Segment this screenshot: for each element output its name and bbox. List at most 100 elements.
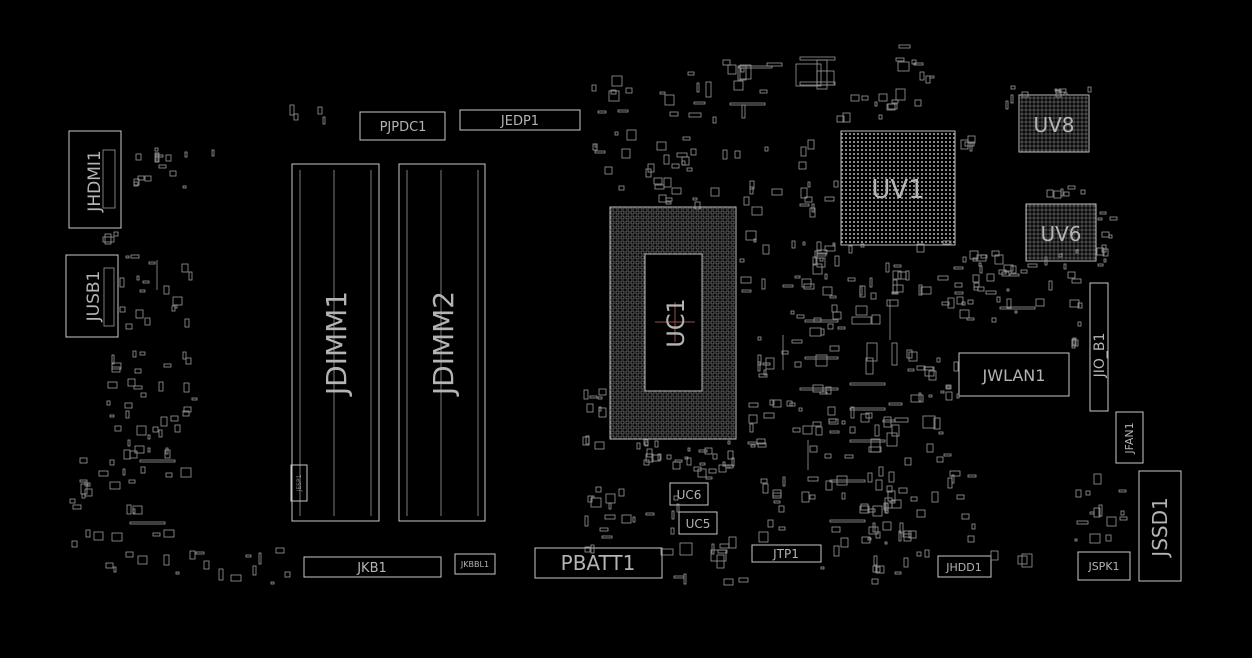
component-uv8[interactable]: UV8 [1018, 94, 1090, 153]
component-jtp1[interactable]: JTP1 [751, 544, 822, 563]
passive-part [928, 370, 937, 381]
passive-part [184, 318, 190, 328]
passive-part [740, 276, 752, 284]
passive-part [985, 290, 997, 295]
passive-part [645, 168, 652, 178]
passive-part [819, 257, 824, 262]
passive-part [1080, 189, 1086, 195]
passive-part [887, 103, 898, 110]
component-jedp1[interactable]: JEDP1 [459, 109, 581, 131]
passive-part [766, 62, 783, 67]
component-jdimm1[interactable]: JDIMM1 [291, 163, 380, 522]
passive-part [643, 459, 650, 466]
label-jkbbl1: JKBBL1 [460, 560, 489, 569]
passive-part [887, 490, 896, 502]
component-jssd1[interactable]: JSSD1 [1138, 470, 1182, 582]
component-uc6[interactable]: UC6 [669, 482, 709, 506]
passive-part [943, 453, 952, 457]
passive-part [875, 531, 881, 539]
passive-part [884, 541, 888, 545]
passive-part [671, 510, 675, 520]
passive-part [230, 574, 242, 582]
component-jhdmi1[interactable]: JHDMI1 [68, 130, 122, 229]
passive-part [829, 430, 840, 434]
passive-part [174, 304, 178, 309]
passive-part [597, 110, 607, 114]
component-jesp1[interactable]: JESP1 [290, 464, 308, 502]
passive-part [918, 284, 923, 296]
component-uc5[interactable]: UC5 [678, 511, 718, 535]
passive-part [865, 357, 874, 375]
label-uc6: UC6 [677, 488, 702, 502]
passive-part [135, 309, 144, 319]
passive-part [798, 161, 807, 170]
passive-part [696, 82, 700, 93]
component-jkb1[interactable]: JKB1 [303, 556, 442, 578]
component-uv1[interactable]: UV1 [840, 130, 956, 246]
passive-part [816, 249, 828, 255]
passive-part [1020, 269, 1028, 274]
component-pbatt1[interactable]: PBATT1 [534, 547, 663, 579]
passive-part [872, 522, 876, 533]
passive-part [869, 277, 873, 288]
component-jkbbl1[interactable]: JKBBL1 [454, 553, 496, 575]
passive-part [111, 532, 123, 542]
passive-part [1118, 489, 1127, 493]
component-jhdd1[interactable]: JHDD1 [937, 555, 992, 578]
passive-part [665, 201, 672, 205]
passive-part [1058, 88, 1067, 93]
passive-part [718, 464, 727, 473]
passive-part [679, 542, 693, 556]
passive-part [604, 514, 616, 520]
passive-part [961, 513, 970, 520]
passive-part [605, 493, 616, 504]
passive-part [875, 566, 881, 573]
passive-part [107, 381, 118, 389]
passive-part [587, 495, 593, 503]
passive-part [911, 59, 917, 65]
passive-part [1096, 247, 1105, 256]
passive-part [125, 410, 130, 419]
passive-part [595, 486, 602, 493]
passive-part [820, 328, 825, 336]
passive-part [942, 240, 952, 245]
component-jwlan1[interactable]: JWLAN1 [958, 352, 1070, 397]
passive-part [158, 429, 163, 438]
component-pjpdc1[interactable]: PJPDC1 [359, 111, 446, 141]
passive-part [883, 502, 889, 511]
passive-part [763, 412, 775, 419]
passive-part [898, 487, 908, 494]
component-jusb1[interactable]: JUSB1 [65, 254, 119, 338]
passive-part [801, 491, 810, 503]
passive-part [712, 116, 717, 124]
component-jspk1[interactable]: JSPK1 [1077, 551, 1131, 581]
passive-part [908, 530, 917, 539]
component-jdimm2[interactable]: JDIMM2 [398, 163, 486, 522]
passive-part [126, 504, 132, 515]
passive-part [761, 278, 766, 290]
passive-part [163, 554, 170, 566]
passive-part [175, 571, 180, 575]
passive-part [72, 504, 82, 510]
passive-part [1046, 189, 1054, 198]
passive-part [907, 368, 915, 372]
passive-part [832, 242, 836, 246]
passive-part [293, 113, 299, 121]
passive-part [125, 551, 134, 558]
passive-part [750, 444, 756, 448]
component-jfan1[interactable]: JFAN1 [1115, 411, 1144, 464]
passive-part [692, 197, 698, 201]
component-uv6[interactable]: UV6 [1025, 203, 1097, 262]
passive-part [953, 266, 964, 270]
component-jio-b1[interactable]: JIO_B1 [1089, 282, 1109, 412]
passive-part [809, 207, 816, 218]
passive-part [919, 71, 925, 81]
passive-part [956, 494, 965, 500]
passive-part [791, 240, 796, 249]
passive-part [646, 448, 653, 458]
passive-part [129, 450, 138, 459]
passive-part [996, 296, 1001, 303]
passive-part [618, 488, 625, 497]
component-uc1[interactable]: UC1 [609, 206, 737, 440]
passive-part [807, 139, 815, 150]
